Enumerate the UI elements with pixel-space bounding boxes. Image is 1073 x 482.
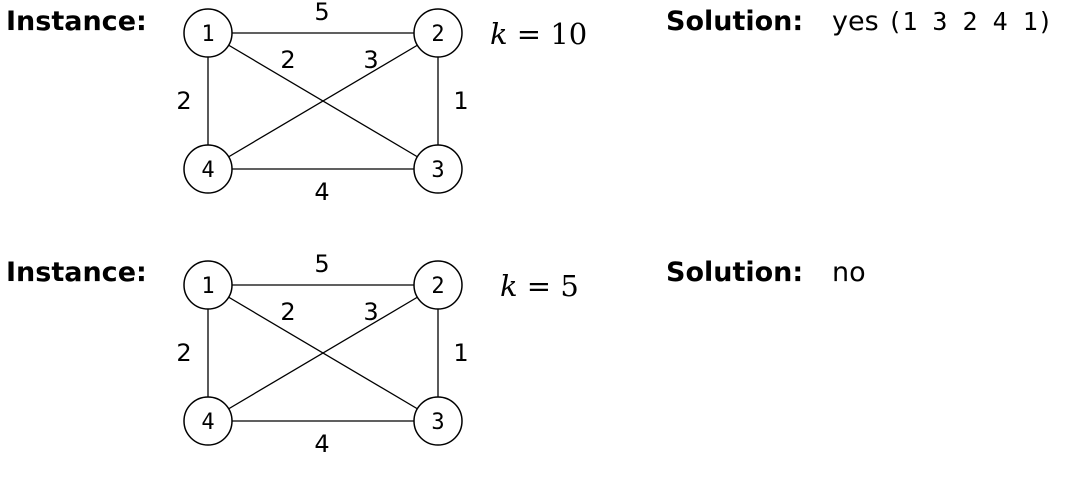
solution-answer: no — [832, 257, 866, 288]
node-label: 2 — [431, 274, 444, 299]
solution-heading: Solution: — [666, 257, 804, 288]
solution-text: no — [832, 259, 866, 286]
edge-weight-2-4: 3 — [363, 298, 378, 326]
node-label: 1 — [201, 274, 214, 299]
k-variable: k — [500, 269, 518, 303]
node-label: 2 — [431, 22, 444, 47]
edge-weight-1-3: 2 — [280, 46, 295, 74]
edge-weight-2-3: 1 — [453, 87, 468, 115]
solution-answer: yes — [832, 6, 879, 37]
graph-diagram: 1 2 3 4 5 2 3 2 1 4 — [176, 0, 468, 206]
graph-node — [413, 260, 463, 310]
edge-weight-2-3: 1 — [453, 339, 468, 367]
edge-weight-1-2: 5 — [314, 250, 329, 278]
k-variable: k — [490, 17, 508, 51]
instance-heading: Instance: — [6, 257, 147, 288]
node-label: 3 — [431, 158, 444, 183]
instance-heading: Instance: — [6, 6, 147, 37]
edge-2-4 — [207, 284, 439, 422]
edge-weight-4-3: 4 — [314, 178, 329, 206]
graph-node — [413, 8, 463, 58]
edge-weight-1-2: 5 — [314, 0, 329, 26]
solution-text: yes (1 3 2 4 1) — [832, 8, 1053, 35]
k-equals: = 5 — [526, 269, 579, 303]
graph-node — [413, 396, 463, 446]
solution-tour: (1 3 2 4 1) — [887, 7, 1053, 36]
graph-node — [183, 144, 233, 194]
edge-2-4 — [207, 32, 439, 170]
graph-node — [183, 260, 233, 310]
graph-diagram: 1 2 3 4 5 2 3 2 1 4 — [176, 250, 468, 458]
node-label: 4 — [201, 410, 214, 435]
solution-heading: Solution: — [666, 6, 804, 37]
edge-weight-2-4: 3 — [363, 46, 378, 74]
graph-node — [183, 8, 233, 58]
edge-weight-1-4: 2 — [176, 339, 191, 367]
k-value: k = 5 — [500, 272, 579, 301]
graph-node — [413, 144, 463, 194]
edge-weight-1-4: 2 — [176, 87, 191, 115]
graph-node — [183, 396, 233, 446]
k-equals: = 10 — [516, 17, 588, 51]
node-label: 1 — [201, 22, 214, 47]
node-label: 4 — [201, 158, 214, 183]
edge-weight-1-3: 2 — [280, 298, 295, 326]
k-value: k = 10 — [490, 20, 587, 49]
edge-weight-4-3: 4 — [314, 430, 329, 458]
node-label: 3 — [431, 410, 444, 435]
